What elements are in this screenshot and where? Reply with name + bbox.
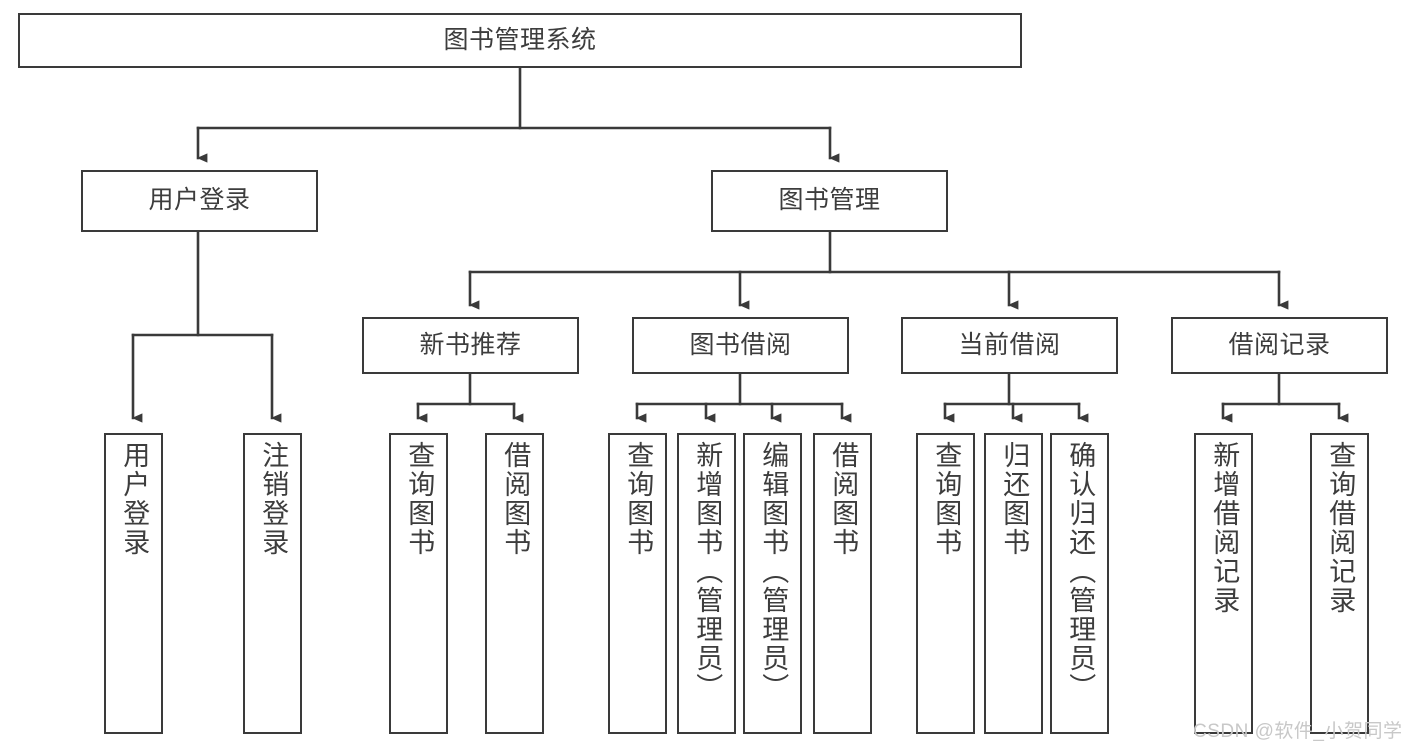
leaf-query-book-2[interactable]: 查询图书 (608, 433, 667, 734)
leaf-edit-book[interactable]: 编辑图书（管理员） (743, 433, 802, 734)
node-label: 借阅图书 (500, 441, 531, 557)
leaf-query-book-3[interactable]: 查询图书 (916, 433, 975, 734)
node-label: 图书借阅 (689, 330, 792, 359)
node-label: 查询图书 (931, 441, 962, 557)
node-label: 新增图书（管理员） (692, 441, 723, 702)
node-book-management[interactable]: 图书管理 (711, 170, 948, 232)
leaf-logout-login[interactable]: 注销登录 (243, 433, 302, 734)
node-label: 用户登录 (148, 186, 251, 215)
node-label: 图书管理 (778, 186, 881, 215)
leaf-confirm-return[interactable]: 确认归还（管理员） (1050, 433, 1109, 734)
node-borrow-record[interactable]: 借阅记录 (1171, 317, 1388, 374)
leaf-return-book[interactable]: 归还图书 (984, 433, 1043, 734)
node-book-borrow[interactable]: 图书借阅 (632, 317, 849, 374)
node-label: 编辑图书（管理员） (758, 441, 789, 702)
node-new-book-recommend[interactable]: 新书推荐 (362, 317, 579, 374)
node-label: 确认归还（管理员） (1065, 441, 1096, 702)
node-label: 借阅记录 (1228, 330, 1331, 359)
node-label: 查询图书 (404, 441, 435, 557)
leaf-borrow-book-2[interactable]: 借阅图书 (813, 433, 872, 734)
leaf-user-login[interactable]: 用户登录 (104, 433, 163, 734)
node-label: 归还图书 (999, 441, 1030, 557)
node-label: 查询借阅记录 (1325, 441, 1356, 615)
node-label: 新书推荐 (419, 330, 522, 359)
node-label: 注销登录 (258, 441, 289, 557)
node-label: 新增借阅记录 (1209, 441, 1240, 615)
leaf-query-borrow-record[interactable]: 查询借阅记录 (1310, 433, 1369, 734)
node-label: 用户登录 (119, 441, 150, 557)
node-label: 查询图书 (623, 441, 654, 557)
leaf-borrow-book-1[interactable]: 借阅图书 (485, 433, 544, 734)
node-current-borrow[interactable]: 当前借阅 (901, 317, 1118, 374)
node-label: 借阅图书 (828, 441, 859, 557)
leaf-query-book-1[interactable]: 查询图书 (389, 433, 448, 734)
node-root-book-management-system[interactable]: 图书管理系统 (18, 13, 1022, 68)
csdn-watermark: CSDN @软件_小贺同学 (1193, 721, 1403, 742)
node-user-login[interactable]: 用户登录 (81, 170, 318, 232)
node-label: 图书管理系统 (443, 25, 597, 54)
leaf-add-book[interactable]: 新增图书（管理员） (677, 433, 736, 734)
leaf-add-borrow-record[interactable]: 新增借阅记录 (1194, 433, 1253, 734)
node-label: 当前借阅 (958, 330, 1061, 359)
